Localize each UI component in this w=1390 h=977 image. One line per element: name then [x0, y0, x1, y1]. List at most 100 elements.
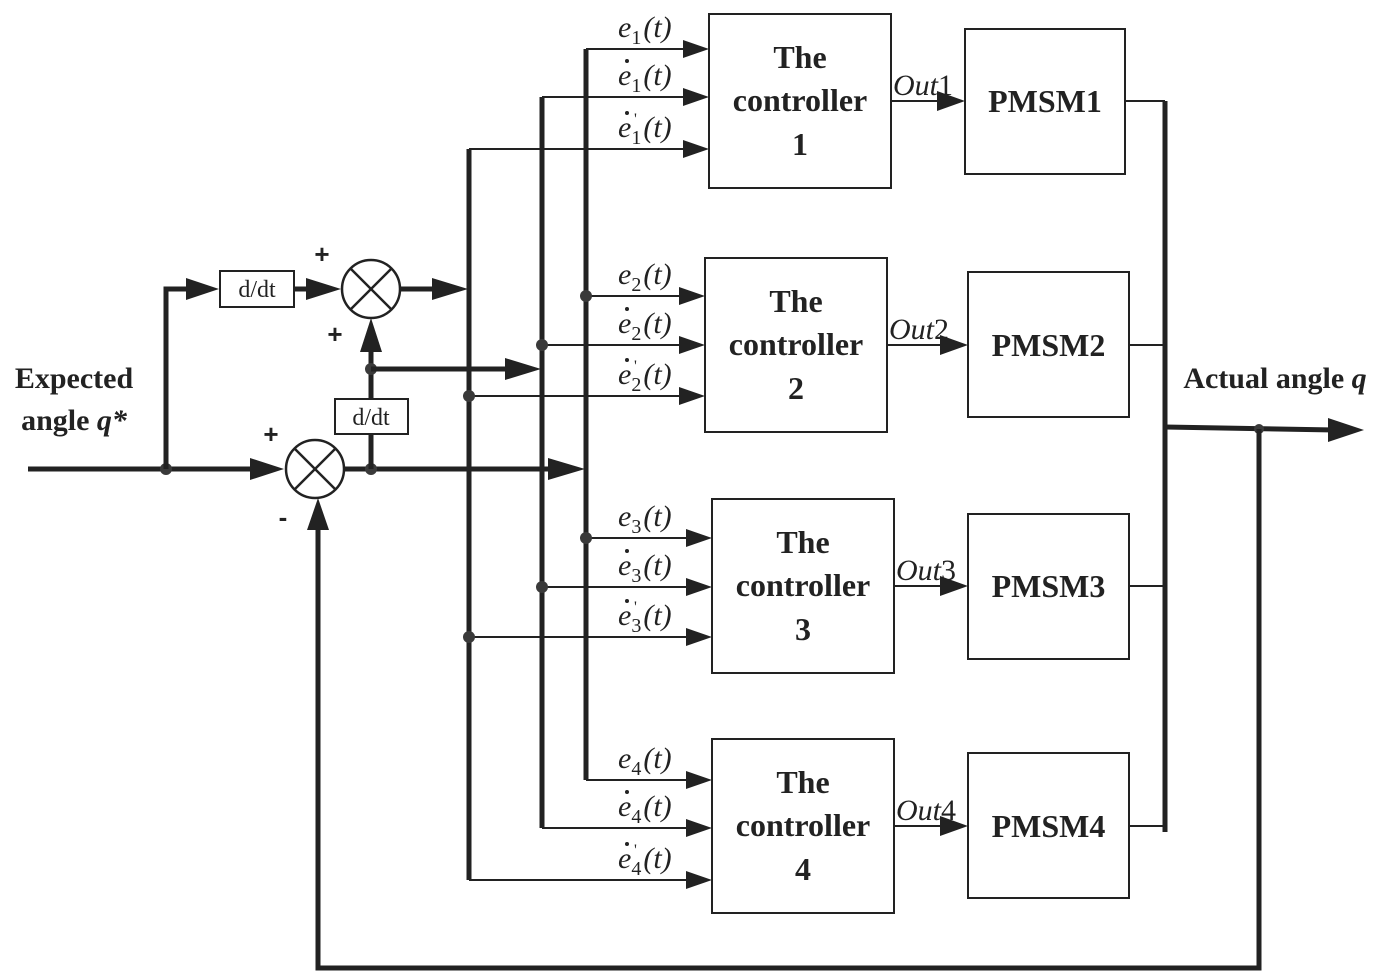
- arrow-into-derivative: [186, 278, 219, 300]
- derivative-block-bottom-label: d/dt: [352, 405, 390, 431]
- controller-output-label: Out4: [896, 794, 956, 827]
- plant-block-pmsm4: [967, 752, 1130, 899]
- signal-label-e3-dot-prime: e3(t): [618, 599, 672, 637]
- signal-label-e4-dot: e4(t): [618, 790, 672, 828]
- junction-node: [536, 581, 548, 593]
- controller-block-1: [708, 13, 892, 189]
- bottom-sum-sign-minus: -: [279, 502, 288, 532]
- arrow-to-bus-edd: [432, 278, 468, 300]
- derivative-dot: [625, 111, 629, 115]
- signal-arrow: [686, 771, 712, 789]
- signal-arrow: [686, 529, 712, 547]
- signal-arrow: [683, 140, 709, 158]
- plant-label: PMSM3: [992, 568, 1106, 604]
- plant-label: PMSM1: [988, 83, 1102, 119]
- controller-output-arrow: [940, 335, 968, 355]
- signal-label-e3: e3(t): [618, 500, 672, 538]
- signal-label-e1-dot-prime: e1(t): [618, 111, 672, 149]
- signal-arrow: [683, 40, 709, 58]
- controller-output-label: Out1: [893, 69, 953, 102]
- input-label-line1: Expected: [15, 362, 134, 395]
- derivative-dot: [625, 842, 629, 846]
- controller-label-line2: controller: [736, 567, 870, 603]
- derivative-dot: [625, 790, 629, 794]
- actual-angle-wire: [1164, 424, 1336, 433]
- output-label: Actual angle q: [1183, 362, 1366, 395]
- signal-label-e2-dot-prime: e2(t): [618, 358, 672, 396]
- derivative-dot: [625, 599, 629, 603]
- controller-label-line1: The: [776, 524, 829, 560]
- input-label-line2: angle q*: [21, 404, 128, 437]
- top-summing-junction: [340, 258, 402, 320]
- feedback-wire: [315, 429, 1262, 971]
- controller-output-arrow: [940, 816, 968, 836]
- controller-output-label: Out2: [889, 313, 949, 346]
- arrow-to-bus-e: [548, 458, 585, 480]
- signal-arrow: [686, 628, 712, 646]
- signal-label-e3-dot: e3(t): [618, 549, 672, 587]
- controller-block-4: [711, 738, 895, 914]
- branch-to-derivative-wire: [163, 286, 200, 469]
- signal-label-e4-dot-prime: e4(t): [618, 842, 672, 880]
- junction-node: [536, 339, 548, 351]
- signal-arrow: [686, 578, 712, 596]
- top-sum-sign-plus-1: +: [314, 239, 329, 269]
- signal-label-e2: e2(t): [618, 258, 672, 296]
- prime-mark: ': [634, 111, 637, 128]
- derivative-block-top-label: d/dt: [238, 277, 276, 303]
- controller-output-arrow: [937, 91, 965, 111]
- signal-label-e4: e4(t): [618, 742, 672, 780]
- derivative-dot: [625, 59, 629, 63]
- arrow-up-into-top-sum: [360, 318, 382, 352]
- signal-arrow: [679, 336, 705, 354]
- arrow-to-bus-ed: [505, 358, 541, 380]
- controller-label-line1: The: [773, 39, 826, 75]
- junction-node: [580, 532, 592, 544]
- plant-label: PMSM2: [992, 327, 1106, 363]
- derivative-dot: [625, 549, 629, 553]
- controller-label-line1: The: [769, 283, 822, 319]
- signal-arrow: [679, 287, 705, 305]
- derivative-dot: [625, 358, 629, 362]
- bottom-summing-junction: [284, 438, 346, 500]
- controller-label-line3: 1: [792, 126, 808, 162]
- arrow-into-bottom-sum: [250, 458, 284, 480]
- controller-block-3: [711, 498, 895, 674]
- controller-label-line2: controller: [733, 82, 867, 118]
- prime-mark: ': [634, 358, 637, 375]
- controller-label-line3: 2: [788, 370, 804, 406]
- junction-node: [463, 631, 475, 643]
- plant-label: PMSM4: [992, 808, 1106, 844]
- junction-node: [580, 290, 592, 302]
- derivative-block-bottom: [334, 398, 409, 435]
- controller-output-label: Out3: [896, 554, 956, 587]
- junction-node: [463, 390, 475, 402]
- signal-label-e1: e1(t): [618, 11, 672, 49]
- controller-label-line2: controller: [736, 807, 870, 843]
- signal-arrow: [686, 871, 712, 889]
- top-sum-sign-plus-2: +: [327, 319, 342, 349]
- controller-output-arrow: [940, 576, 968, 596]
- controller-label-line1: The: [776, 764, 829, 800]
- signal-label-e2-dot: e2(t): [618, 307, 672, 345]
- derivative-dot: [625, 307, 629, 311]
- arrow-into-top-sum: [306, 278, 341, 300]
- prime-mark: ': [634, 599, 637, 616]
- plant-block-pmsm3: [967, 513, 1130, 660]
- signal-arrow: [686, 819, 712, 837]
- plant-block-pmsm1: [964, 28, 1126, 175]
- arrow-feedback-into-sum: [307, 498, 329, 530]
- arrow-actual-angle: [1328, 418, 1364, 442]
- signal-arrow: [683, 88, 709, 106]
- controller-label-line3: 4: [795, 851, 811, 887]
- signal-label-e1-dot: e1(t): [618, 59, 672, 97]
- prime-mark: ': [634, 842, 637, 859]
- signal-arrow: [679, 387, 705, 405]
- controller-label-line3: 3: [795, 611, 811, 647]
